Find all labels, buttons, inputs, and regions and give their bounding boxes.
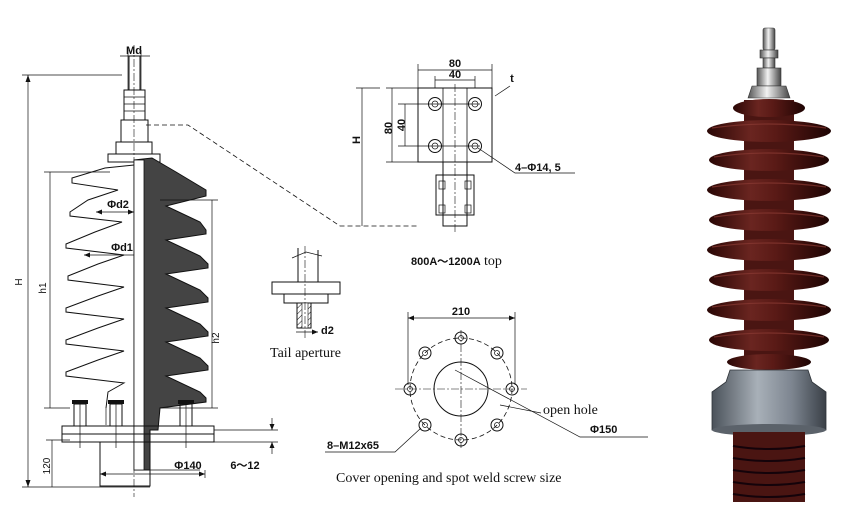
top-terminal-detail: 80 40 t 80 40 H 4–Φ14, 5 <box>351 58 575 269</box>
height-outer-label: 80 <box>383 122 395 134</box>
terminal-caption-tail: top <box>484 254 502 269</box>
photo-flange <box>711 369 827 431</box>
terminal-h-label: H <box>351 136 363 144</box>
terminal-caption-bold: 800A～1200A <box>411 256 481 268</box>
base-height-label: 120 <box>42 457 53 474</box>
bore-label: Φ150 <box>590 424 617 436</box>
d2-dim-label: Φd2 <box>107 199 129 211</box>
width-inner-label: 40 <box>449 69 461 81</box>
h1-dim-label: h1 <box>38 282 49 294</box>
holes-label: 4–Φ14, 5 <box>515 162 561 174</box>
h-dim-label: H <box>14 278 25 285</box>
base-dia-label: Φ140 <box>174 460 201 472</box>
height-inner-label: 40 <box>396 119 408 131</box>
bolts-label: 8–M12x65 <box>327 440 379 452</box>
cover-width-label: 210 <box>452 306 470 318</box>
photo-tail <box>733 432 805 502</box>
d1-dim-label: Φd1 <box>111 242 133 254</box>
cover-opening-detail: 210 open hole Φ150 8–M12x65 Cover openin… <box>325 306 648 486</box>
tail-aperture-detail: d2 Tail aperture <box>270 246 341 361</box>
gap-label: 6～12 <box>230 460 259 472</box>
insulator-photo <box>707 27 831 502</box>
tail-caption: Tail aperture <box>270 346 341 361</box>
open-hole-label: open hole <box>543 403 598 418</box>
tail-d2-label: d2 <box>321 325 334 337</box>
thickness-label: t <box>510 73 514 85</box>
cover-bolt-holes <box>403 331 519 447</box>
base-bolts <box>72 400 194 448</box>
width-outer-label: 80 <box>449 58 461 70</box>
h2-dim-label: h2 <box>211 332 222 344</box>
side-view: H 120 h1 Md Φd2 Φd1 <box>14 45 418 497</box>
cover-caption: Cover opening and spot weld screw size <box>336 471 562 486</box>
